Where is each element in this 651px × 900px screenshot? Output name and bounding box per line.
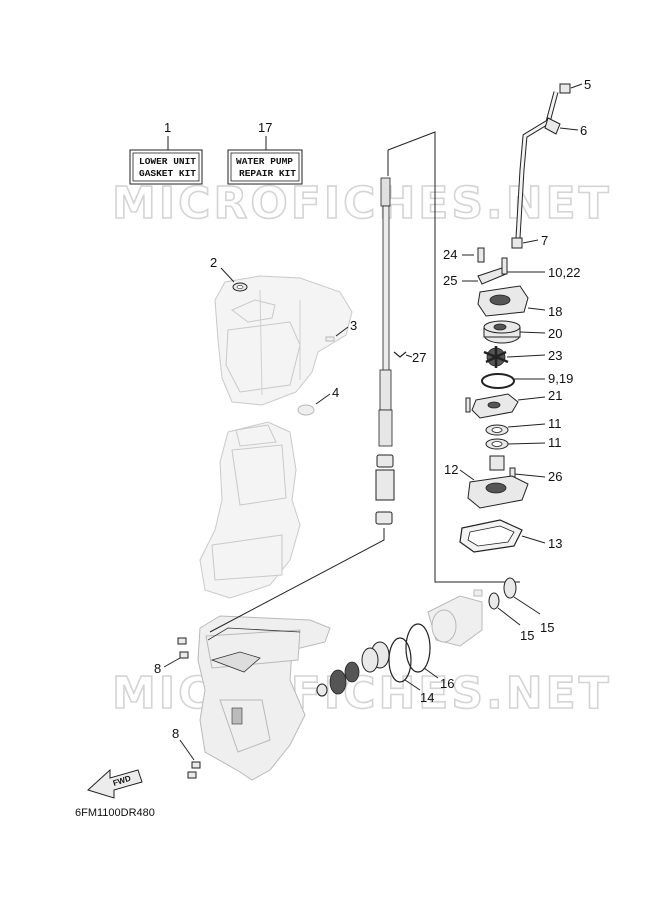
callout-26: 26 — [548, 469, 562, 484]
callout-2: 2 — [210, 255, 217, 270]
callout-11b: 11 — [548, 435, 562, 450]
callout-8b: 8 — [172, 726, 179, 741]
outer-plate-21[interactable]: 21 — [465, 388, 562, 419]
callout-5: 5 — [584, 77, 591, 92]
callout-24: 24 — [443, 247, 457, 262]
screw-3[interactable]: 3 — [325, 318, 357, 342]
callout-1: 1 — [164, 120, 171, 135]
callout-6: 6 — [580, 123, 587, 138]
callout-21: 21 — [548, 388, 562, 403]
impeller-23[interactable]: 23 — [483, 346, 562, 368]
callout-14: 14 — [420, 690, 434, 705]
callout-20: 20 — [548, 326, 562, 341]
callout-12: 12 — [444, 462, 458, 477]
callout-9-19: 9,19 — [548, 371, 573, 386]
bearing-set — [316, 641, 390, 697]
pin-27[interactable]: 27 — [393, 350, 426, 365]
water-tube[interactable]: 5 6 7 — [511, 77, 591, 249]
diagram-code: 6FM1100DR480 — [75, 807, 155, 819]
callout-25: 25 — [443, 273, 457, 288]
bolt-8b[interactable]: 8 — [172, 726, 201, 779]
kit-pump-line1: WATER PUMP — [236, 156, 293, 167]
oil-seal-11a[interactable]: 11 — [485, 416, 562, 436]
kit-lower-line2: GASKET KIT — [139, 168, 196, 179]
bolt-8a[interactable]: 8 — [154, 637, 189, 676]
callout-17: 17 — [258, 120, 272, 135]
callout-16: 16 — [440, 676, 454, 691]
callout-8a: 8 — [154, 661, 161, 676]
lower-unit-gasket-kit[interactable]: 1 LOWER UNIT GASKET KIT — [129, 120, 203, 185]
extension-ghost — [199, 421, 301, 599]
kit-lower-line1: LOWER UNIT — [139, 156, 196, 167]
watermark-top: MICROFICHES.NET — [112, 178, 612, 229]
callout-27: 27 — [412, 350, 426, 365]
callout-11a: 11 — [548, 416, 562, 431]
callout-15a: 15 — [520, 628, 534, 643]
callout-15b: 15 — [540, 620, 554, 635]
bearing-housing-ghost — [427, 589, 483, 647]
gasket-13[interactable]: 13 — [459, 519, 562, 553]
o-ring-16[interactable]: 16 — [405, 623, 454, 691]
o-ring-14[interactable]: 14 — [388, 637, 434, 705]
kit-pump-line2: REPAIR KIT — [239, 168, 296, 179]
callout-23: 23 — [548, 348, 562, 363]
watermark-bottom: MICROFICHES.NET — [112, 668, 612, 719]
gear-case — [197, 615, 331, 781]
callout-4: 4 — [332, 385, 339, 400]
fwd-arrow-icon: FWD — [87, 768, 143, 799]
water-pump-repair-kit[interactable]: 17 WATER PUMP REPAIR KIT — [227, 120, 303, 185]
drive-shaft — [209, 131, 520, 633]
pump-housing-18[interactable]: 18 — [477, 285, 562, 319]
o-ring-4[interactable]: 4 — [297, 385, 339, 416]
seal-2[interactable]: 2 — [210, 255, 248, 292]
o-ring-9-19[interactable]: 9,19 — [481, 371, 573, 389]
callout-13: 13 — [548, 536, 562, 551]
callout-18: 18 — [548, 304, 562, 319]
callout-7: 7 — [541, 233, 548, 248]
pump-base-12[interactable]: 12 — [444, 462, 529, 509]
oil-seal-15a[interactable]: 15 — [488, 592, 534, 643]
callout-3: 3 — [350, 318, 357, 333]
oil-seal-15b[interactable]: 15 — [503, 577, 554, 635]
oil-seal-11b[interactable]: 11 — [485, 435, 562, 450]
insert-cartridge-20[interactable]: 20 — [483, 320, 562, 344]
pump-bolts[interactable]: 24 25 10,22 — [443, 247, 581, 288]
collar — [489, 455, 505, 471]
callout-10-22: 10,22 — [548, 265, 581, 280]
upper-casing-ghost — [214, 275, 353, 406]
